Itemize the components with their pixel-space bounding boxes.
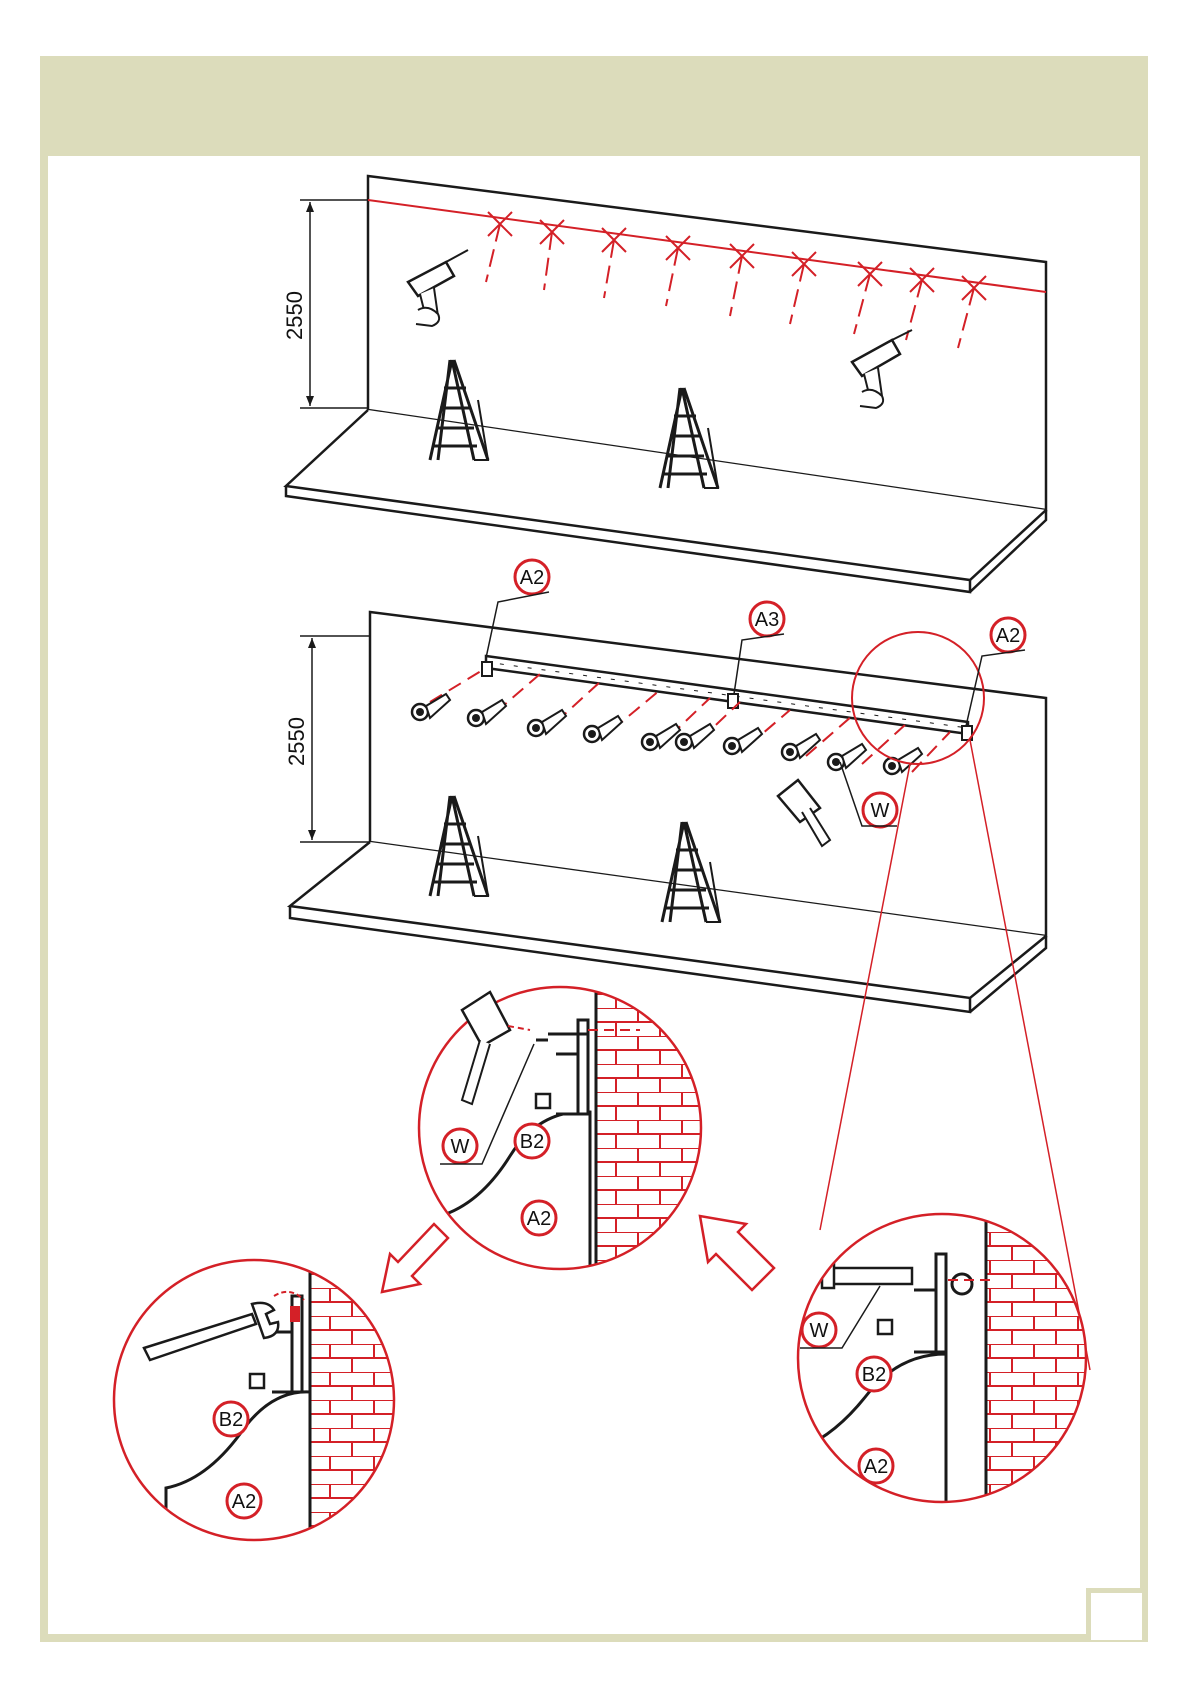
callout-right-end-label: A2: [996, 625, 1020, 647]
callout-middle-joint-label: A3: [755, 609, 779, 631]
callout-washer-label: W: [871, 800, 890, 822]
detail-right-bracket-callout: B2: [857, 1357, 891, 1391]
step1-dimension-text: 2550: [282, 291, 307, 340]
detail-left-rail-callout: A2: [227, 1484, 261, 1518]
detail-right-rail-label: A2: [864, 1456, 888, 1478]
detail-left: B2 A2: [114, 1260, 420, 1550]
step1-dimension-line: [300, 200, 368, 408]
detail-top-bracket-callout: B2: [515, 1124, 549, 1158]
detail-top-rail-label: A2: [527, 1208, 551, 1230]
detail-top-bracket-label: B2: [520, 1131, 544, 1153]
detail-top-rail-callout: A2: [522, 1201, 556, 1235]
detail-left-bracket-label: B2: [219, 1409, 243, 1431]
detail-top: W B2 A2: [419, 980, 736, 1280]
detail-left-rail-label: A2: [232, 1491, 256, 1513]
detail-left-bracket-callout: B2: [214, 1402, 248, 1436]
step2-dimension-text: 2550: [284, 717, 309, 766]
step1-scene: 2550: [282, 176, 1046, 592]
callout-left-end-label: A2: [520, 567, 544, 589]
detail-right-rail-callout: A2: [859, 1449, 893, 1483]
arrow-icon: [382, 1224, 448, 1292]
detail-right-bracket-label: B2: [862, 1364, 886, 1386]
step2-dimension-line: [300, 636, 370, 842]
detail-right: W B2 A2: [784, 1214, 1096, 1514]
detail-top-washer-label: W: [451, 1136, 470, 1158]
detail-right-washer-label: W: [810, 1320, 829, 1342]
arrow-icon: [700, 1216, 774, 1290]
